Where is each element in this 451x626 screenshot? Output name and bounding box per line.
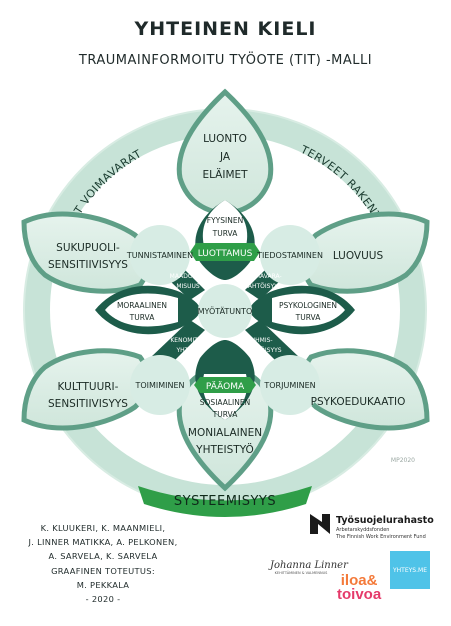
petal-bottom-line-1: MONIALAINEN (188, 427, 262, 439)
white-petal-top (202, 200, 248, 246)
myotatunto-label: MYÖTÄTUNTO (198, 306, 253, 316)
spoke-lower-right-line-1: IHMIS- (253, 337, 272, 344)
inner-right-line-2: TURVA (295, 313, 322, 322)
circle-torjuminen (260, 355, 320, 415)
inner-left-line-1: MORAALINEN (117, 301, 167, 310)
credits: K. KLUUKERI, K. MAANMIELI, J. LINNER MAT… (28, 521, 178, 606)
iloa-toivoa-logo: iloa& toivoa (337, 572, 382, 603)
petal-top-line-3: ELÄIMET (202, 168, 248, 181)
circle-center (198, 284, 252, 338)
petal-top-line-1: LUONTO (203, 133, 247, 145)
systeemisyys-label: SYSTEEMISYYS (174, 494, 276, 509)
inner-bottom-line-2: TURVA (212, 410, 239, 419)
white-petal-right (272, 293, 345, 327)
credits-line-4: GRAAFINEN TOTEUTUS: (51, 565, 155, 576)
yhteys-label: YHTEYS.ME (393, 566, 427, 574)
inner-left-line-2: TURVA (129, 313, 156, 322)
tiedostaminen-label: TIEDOSTAMINEN (256, 251, 323, 260)
spoke-upper-right-line-2: LÄHTÖISYYS (244, 283, 281, 290)
petal-upper-left (21, 211, 151, 294)
inner-top-line-2: TURVA (212, 229, 239, 238)
johanna-linner-sub: KEHITTÄMINEN & VALMENNUS (274, 571, 328, 575)
petal-lower-right (300, 348, 430, 431)
torjuminen-label: TORJUMINEN (263, 381, 315, 390)
luottamus-banner (190, 243, 260, 261)
circle-toimiminen (130, 355, 190, 415)
spoke-upper-left-line-1: MAADOTTU- (170, 273, 207, 280)
toivoa-line: toivoa (337, 586, 382, 603)
spoke-upper-right-line-1: VOIMAVARA- (244, 273, 281, 280)
petal-upper-right (300, 211, 430, 294)
inner-top-line-1: FYYSINEN (207, 216, 243, 225)
inner-bottom-line-1: SOSIAALINEN (200, 398, 250, 407)
petal-lower-right-line-1: PSYKOEDUKAATIO (311, 396, 406, 408)
yhteys-logo: YHTEYS.ME (390, 551, 430, 589)
tyosuojelurahasto-name: Työsuojelurahasto (336, 515, 434, 526)
tyosuojelurahasto-sub1: Arbetarskyddsfonden (336, 527, 389, 533)
inner-right-line-1: PSYKOLOGINEN (279, 301, 337, 310)
spoke-lower-left-line-2: YHTEYS (175, 347, 199, 354)
credits-line-1: K. KLUUKERI, K. MAANMIELI, (40, 523, 166, 533)
iloa-line: iloa& (340, 572, 378, 589)
circle-tiedostaminen (260, 225, 320, 285)
petal-upper-right-line-1: LUOVUUS (333, 250, 384, 262)
page-title: YHTEINEN KIELI (134, 18, 317, 40)
credits-line-3: A. SARVELA, K. SARVELA (48, 551, 158, 562)
luottamus-label: LUOTTAMUS (198, 249, 253, 259)
spoke-lower-left-line-1: KENOMITEI- (170, 337, 205, 344)
petal-upper-left-line-2: SENSITIIVISYYS (48, 259, 128, 271)
petal-top-line-2: JA (219, 151, 231, 163)
petal-upper-left-line-1: SUKUPUOLI- (56, 242, 120, 254)
white-petal-left (105, 293, 178, 327)
paaoma-label: PÄÄOMA (206, 381, 245, 392)
tyosuojelurahasto-logo-mark (310, 514, 330, 534)
paaoma-banner (194, 377, 256, 393)
credits-line-5: M. PEKKALA (76, 579, 130, 590)
johanna-linner-name: Johanna Linner (270, 560, 348, 571)
toimiminen-label: TOIMIMINEN (134, 381, 184, 390)
artist-signature: MP2020 (391, 457, 415, 464)
spoke-upper-left-line-2: MISUUS (176, 283, 200, 290)
page-subtitle: TRAUMAINFORMOITU TYÖOTE (TIT) -MALLI (78, 53, 373, 68)
systeemisyys-banner (138, 486, 312, 517)
spoke-lower-right-line-2: LÄHTÖISYYS (244, 347, 281, 354)
credits-line-6: - 2020 - (85, 594, 121, 605)
petal-bottom-line-2: YHTEISTYÖ (195, 443, 254, 456)
inner-white-petals (105, 200, 345, 420)
credits-line-2: J. LINNER MATIKKA, A. PELKONEN, (28, 537, 178, 548)
petal-lower-left (21, 348, 151, 431)
petal-lower-left-line-2: SENSITIIVISYYS (48, 398, 128, 410)
tunnistaminen-label: TUNNISTAMINEN (126, 251, 193, 260)
circle-tunnistaminen (130, 225, 190, 285)
petal-lower-left-line-1: KULTTUURI- (58, 381, 119, 393)
johanna-linner-logo: Johanna Linner KEHITTÄMINEN & VALMENNUS (270, 560, 348, 575)
tyosuojelurahasto-sub2: The Finnish Work Environment Fund (335, 534, 426, 540)
